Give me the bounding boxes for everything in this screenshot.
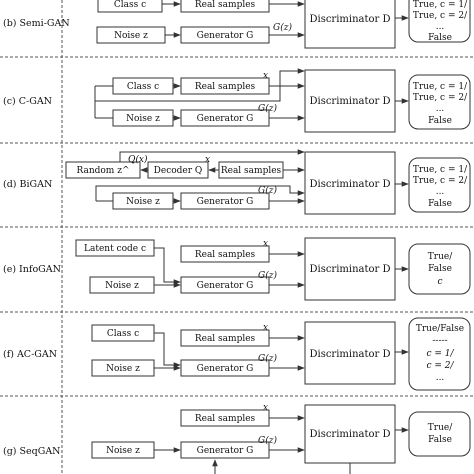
- row-label: (g) SeqGAN: [3, 446, 61, 457]
- x-label: x: [263, 323, 268, 333]
- real-samples-label: Real samples: [195, 0, 256, 10]
- output-line: True, c = 2/: [413, 176, 468, 186]
- x-label: x: [205, 155, 210, 165]
- latent-route-arrow: [154, 247, 181, 285]
- discriminator-label: Discriminator D: [309, 429, 390, 440]
- gz-label: G(z): [258, 353, 277, 364]
- x-label: x: [263, 71, 268, 81]
- generator-box-label: Generator G: [197, 364, 254, 374]
- output-line: True, c = 1/: [413, 165, 468, 175]
- x-label: x: [263, 403, 268, 413]
- output-line: False: [428, 199, 452, 209]
- generator-box-label: Generator G: [197, 31, 254, 41]
- output-box: [408, 317, 471, 391]
- discriminator-box: [304, 321, 396, 385]
- generator-box-label: Generator G: [197, 114, 254, 124]
- gz-label: G(z): [258, 435, 277, 446]
- noise-box-label: Noise z: [114, 31, 148, 41]
- row-seqgan: (g) SeqGAN Real samples Noise z Generato…: [3, 403, 471, 474]
- noise-box-label: Noise z: [126, 197, 160, 207]
- gz-label: G(z): [273, 22, 292, 33]
- discriminator-label: Discriminator D: [309, 14, 390, 25]
- output-box: [408, 243, 471, 295]
- class-route-arrow: [94, 68, 305, 102]
- output-box: [408, 74, 471, 130]
- row-label: (d) BiGAN: [3, 179, 52, 190]
- output-box: [408, 411, 471, 457]
- row-label: (f) AC-GAN: [3, 349, 57, 360]
- discriminator-label: Discriminator D: [309, 96, 390, 107]
- output-line: c: [437, 277, 442, 287]
- output-line: True, c = 2/: [413, 11, 468, 21]
- real-samples-label: Real samples: [195, 414, 256, 424]
- real-samples-label: Real samples: [195, 334, 256, 344]
- output-box: [408, 157, 471, 213]
- row-semi-gan: (b) Semi-GAN Class c Real samples Noise …: [3, 0, 471, 49]
- discriminator-box: [304, 237, 396, 301]
- output-line: False: [428, 116, 452, 126]
- output-line: ...: [436, 104, 445, 114]
- qx-route-arrow: [119, 149, 305, 162]
- output-line: c = 1/: [426, 349, 454, 359]
- discriminator-box: [304, 0, 396, 49]
- row-label: (c) C-GAN: [3, 96, 52, 107]
- output-line: True/False: [416, 324, 464, 334]
- gz-label: G(z): [258, 270, 277, 281]
- row-infogan: (e) InfoGAN Latent code c Real samples N…: [3, 237, 471, 301]
- output-line: True/: [428, 252, 453, 262]
- output-line: True/: [428, 423, 453, 433]
- discriminator-label: Discriminator D: [309, 349, 390, 360]
- output-line: True, c = 1/: [413, 0, 468, 10]
- gz-label: G(z): [258, 185, 277, 196]
- output-line: ...: [436, 373, 445, 383]
- output-line: False: [428, 264, 452, 274]
- output-line: True, c = 2/: [413, 93, 468, 103]
- output-line: False: [428, 33, 452, 43]
- real-samples-label: Real samples: [195, 82, 256, 92]
- discriminator-box: [304, 404, 396, 464]
- row-label: (e) InfoGAN: [3, 264, 61, 275]
- output-line: False: [428, 435, 452, 445]
- row-ac-gan: (f) AC-GAN Class c Real samples Noise z …: [3, 317, 471, 391]
- discriminator-box: [304, 151, 396, 215]
- output-line: ...: [436, 187, 445, 197]
- class-box-label: Class c: [114, 0, 146, 10]
- discriminator-label: Discriminator D: [309, 264, 390, 275]
- qx-label: Q(x): [128, 154, 148, 165]
- discriminator-label: Discriminator D: [309, 179, 390, 190]
- row-c-gan: (c) C-GAN Class c Real samples Noise z G…: [3, 68, 471, 133]
- class-box-label: Class c: [127, 82, 159, 92]
- class-box-label: Class c: [107, 329, 139, 339]
- noise-route-arrow: [95, 185, 305, 201]
- gz-label: G(z): [258, 103, 277, 114]
- decoder-label: Decoder Q: [154, 166, 203, 176]
- generator-box-label: Generator G: [197, 197, 254, 207]
- generator-box-label: Generator G: [197, 446, 254, 456]
- real-samples-label: Real samples: [221, 166, 282, 176]
- noise-box-label: Noise z: [106, 364, 140, 374]
- output-line: True, c = 1/: [413, 82, 468, 92]
- noise-box-label: Noise z: [126, 114, 160, 124]
- random-z-label: Random z^: [76, 166, 129, 176]
- row-bigan: (d) BiGAN Random z^ Decoder Q Real sampl…: [3, 149, 471, 215]
- output-line: -----: [432, 336, 447, 346]
- class-route-arrow: [154, 332, 181, 368]
- random-z-box: [65, 161, 141, 179]
- real-samples-label: Real samples: [195, 250, 256, 260]
- output-line: ...: [436, 22, 445, 32]
- generator-box-label: Generator G: [197, 281, 254, 291]
- output-box: [408, 0, 471, 43]
- output-line: c = 2/: [426, 361, 454, 371]
- latent-code-label: Latent code c: [84, 244, 146, 254]
- noise-box-label: Noise z: [106, 446, 140, 456]
- noise-box-label: Noise z: [105, 281, 139, 291]
- row-label: (b) Semi-GAN: [3, 18, 70, 29]
- x-label: x: [263, 239, 268, 249]
- discriminator-box: [304, 69, 396, 133]
